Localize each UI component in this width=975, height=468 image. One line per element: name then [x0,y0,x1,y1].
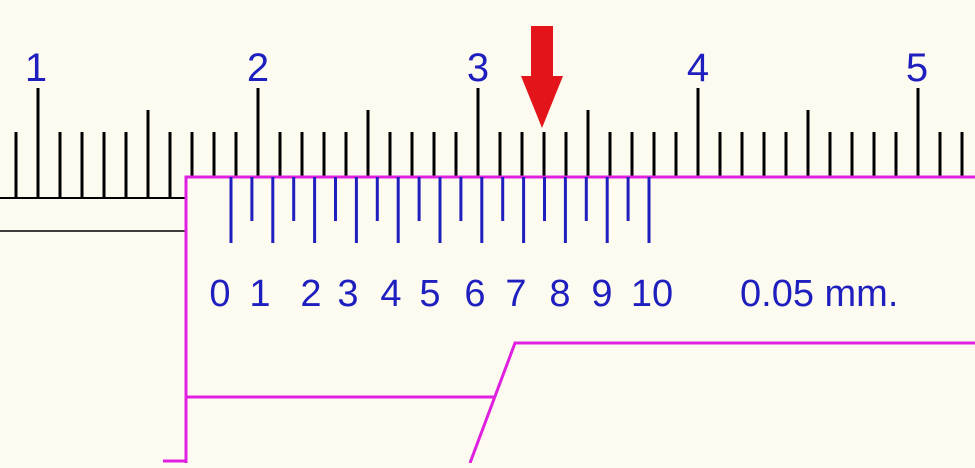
arrow-head [521,76,563,128]
down-arrow-icon [521,26,563,128]
jaw-slope-edge [468,341,975,464]
vernier-label: 9 [591,273,612,315]
main-scale-labels: 1 2 3 4 5 [25,46,928,90]
vernier-scale-ticks [229,177,651,243]
vernier-label: 4 [380,273,401,315]
least-count-label: 0.05 mm. [740,273,898,315]
sliding-jaw-outline [163,175,975,464]
vernier-label: 10 [631,273,673,315]
jaw-top-edge [184,175,975,463]
vernier-label: 3 [337,273,358,315]
vernier-scale-labels: 0 1 2 3 4 5 6 7 8 9 10 [209,273,673,315]
vernier-label: 2 [300,273,321,315]
vernier-label: 1 [249,273,270,315]
vernier-label: 8 [549,273,570,315]
main-scale-label: 2 [247,46,269,90]
vernier-label: 5 [419,273,440,315]
vernier-label: 7 [505,273,526,315]
main-scale-label: 3 [467,46,489,90]
arrow-shaft [531,26,553,78]
main-scale-ticks [14,88,964,198]
main-scale-label: 4 [687,46,709,90]
vernier-label: 0 [209,273,230,315]
main-scale-label: 5 [906,46,928,90]
main-scale-label: 1 [25,46,47,90]
vernier-label: 6 [464,273,485,315]
